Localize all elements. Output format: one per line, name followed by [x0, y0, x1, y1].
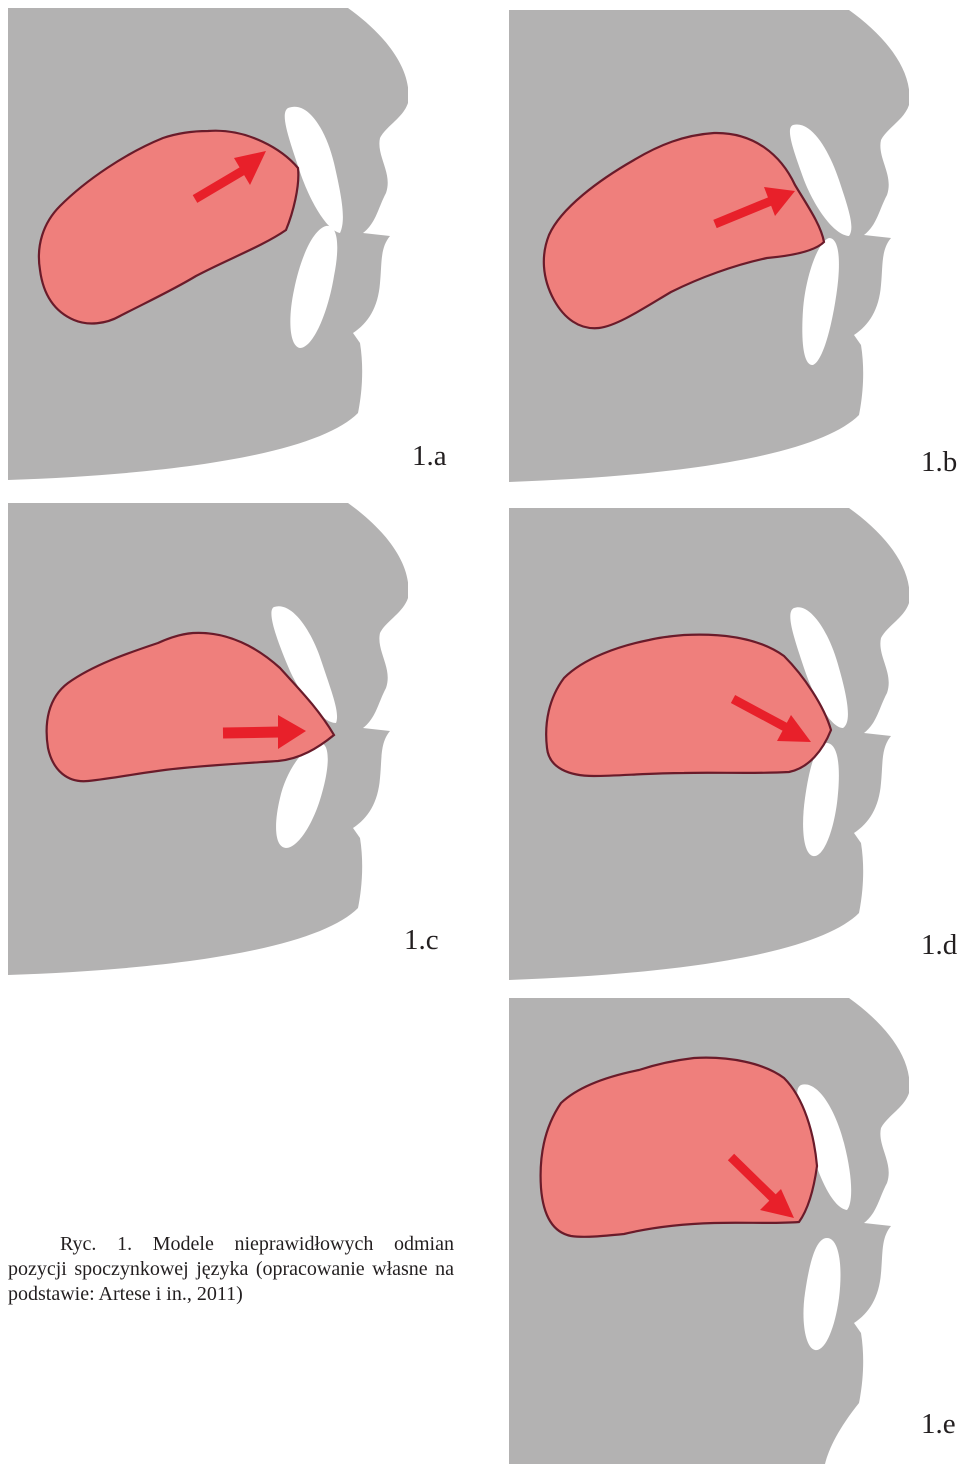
- tongue-position-diagram-1e: [509, 998, 909, 1464]
- tongue-position-diagram-1c: [8, 503, 408, 975]
- tongue-position-diagram-1d: [509, 508, 909, 980]
- panel-label-1d: 1.d: [921, 929, 957, 962]
- panel-1b: 1.b: [509, 10, 909, 482]
- panel-label-1a: 1.a: [412, 440, 447, 473]
- tongue-position-diagram-1b: [509, 10, 909, 482]
- panel-1c: 1.c: [8, 503, 408, 975]
- figure-caption: Ryc. 1. Modele nieprawidłowych odmian po…: [8, 1232, 454, 1307]
- panel-1d: 1.d: [509, 508, 909, 980]
- panel-1e: 1.e: [509, 998, 909, 1464]
- panel-label-1e: 1.e: [921, 1408, 956, 1441]
- tongue-position-diagram-1a: [8, 8, 408, 480]
- panel-label-1c: 1.c: [404, 924, 439, 957]
- panel-label-1b: 1.b: [921, 446, 957, 479]
- panel-1a: 1.a: [8, 8, 408, 480]
